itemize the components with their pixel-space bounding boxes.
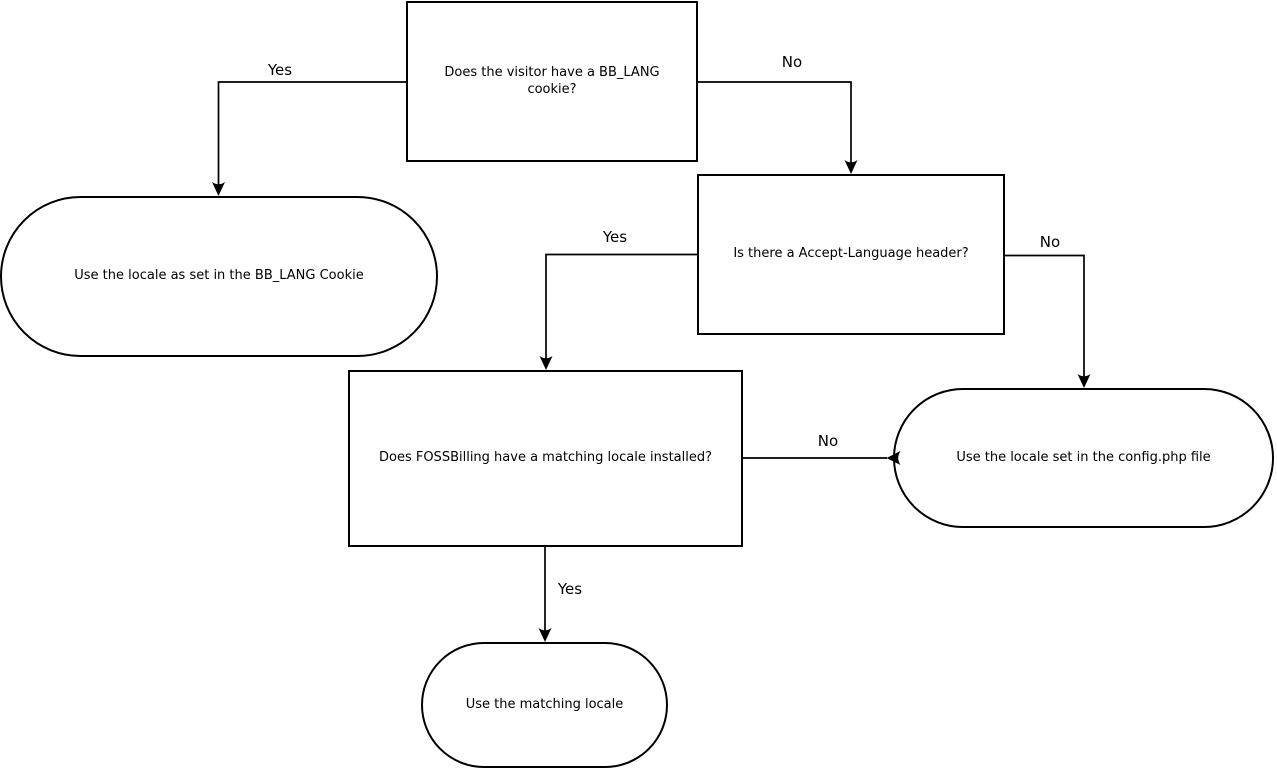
terminal-use-config-php-locale: Use the locale set in the config.php fil… <box>893 388 1274 528</box>
node-label: Does FOSSBilling have a matching locale … <box>378 450 713 466</box>
edge-cookie-no <box>698 81 858 174</box>
node-label: Use the locale as set in the BB_LANG Coo… <box>74 268 364 284</box>
node-label: Does the visitor have a BB_LANG cookie? <box>444 65 660 97</box>
node-label: Use the matching locale <box>465 696 624 712</box>
edge-label-no: No <box>817 432 839 450</box>
edge-label-yes: Yes <box>602 228 628 246</box>
arrowhead-down-icon <box>844 160 858 174</box>
decision-box-matching-locale-installed: Does FOSSBilling have a matching locale … <box>348 370 743 547</box>
edge-label-yes: Yes <box>557 580 583 598</box>
decision-box-bb-lang-cookie: Does the visitor have a BB_LANG cookie? <box>406 1 698 162</box>
node-label: Use the locale set in the config.php fil… <box>956 449 1211 465</box>
arrowhead-down-icon <box>1077 374 1091 388</box>
edge-label-yes: Yes <box>267 61 293 79</box>
decision-box-accept-language-header: Is there a Accept-Language header? <box>697 174 1005 335</box>
arrowhead-down-icon <box>212 182 225 196</box>
edge-matching-locale-yes <box>538 547 552 642</box>
terminal-use-matching-locale: Use the matching locale <box>421 642 668 768</box>
edge-cookie-yes <box>212 81 406 196</box>
arrowhead-down-icon <box>538 628 552 642</box>
edge-line <box>698 81 852 171</box>
edge-line <box>217 81 406 193</box>
edge-label-no: No <box>781 53 803 71</box>
edge-accept-language-yes <box>539 253 697 370</box>
edge-label-no: No <box>1039 233 1061 251</box>
edge-matching-locale-no <box>743 451 901 465</box>
edge-line <box>545 253 697 367</box>
edge-accept-language-no <box>1005 254 1091 388</box>
terminal-use-bb-lang-cookie-locale: Use the locale as set in the BB_LANG Coo… <box>0 196 438 357</box>
node-label: Is there a Accept-Language header? <box>733 246 969 262</box>
edge-line <box>1005 254 1085 385</box>
arrowhead-down-icon <box>539 356 553 370</box>
